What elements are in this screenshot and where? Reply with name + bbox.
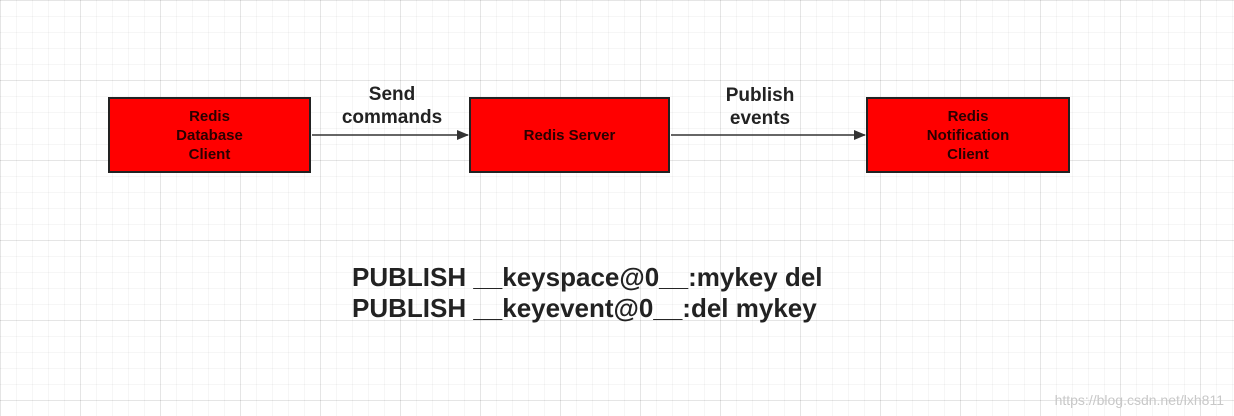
node-redis-notification-client[interactable]: Redis Notification Client [866,97,1070,173]
edge-label-send-commands: Send commands [341,84,443,128]
node-redis-server[interactable]: Redis Server [469,97,670,173]
watermark-text: https://blog.csdn.net/lxh811 [1054,392,1224,408]
publish-command-keyevent: PUBLISH __keyevent@0__:del mykey [352,293,817,323]
node-label: Redis Notification Client [926,107,1010,163]
node-redis-database-client[interactable]: Redis Database Client [108,97,311,173]
edge-label-publish-events: Publish events [725,85,795,129]
node-label: Redis Server [523,126,616,144]
publish-commands-block: PUBLISH __keyspace@0__:mykey del PUBLISH… [352,262,823,324]
publish-command-keyspace: PUBLISH __keyspace@0__:mykey del [352,262,823,292]
node-label: Redis Database Client [176,107,243,163]
